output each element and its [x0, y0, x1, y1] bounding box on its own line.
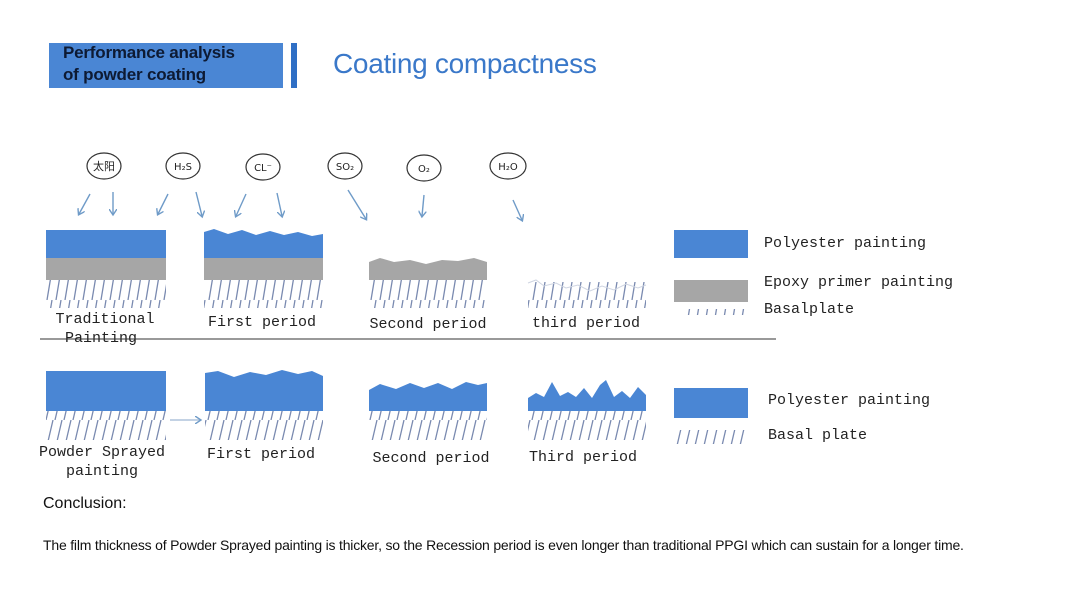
legend-top: Polyester painting Epoxy primer painting… — [674, 230, 953, 318]
section-label-line1: Performance analysis — [63, 43, 235, 62]
traditional-first-period: First period — [208, 314, 316, 331]
corrosive-agents: 太阳 H₂S CL⁻ SO₂ O₂ H₂O — [86, 152, 527, 182]
legend-epoxy-swatch — [674, 280, 748, 302]
sun-badge: 太阳 — [86, 152, 122, 180]
section-label: Performance analysis of powder coating — [49, 43, 283, 88]
header-divider — [291, 43, 297, 88]
powder-label-line2: painting — [66, 463, 138, 480]
arrow — [158, 193, 169, 214]
cl-badge: CL⁻ — [245, 153, 281, 181]
traditional-second-period: Second period — [369, 316, 486, 333]
h2o-label: H₂O — [498, 162, 518, 173]
arrow — [512, 199, 522, 220]
so2-label: SO₂ — [336, 162, 354, 173]
legend-basal-label-lower: Basal plate — [768, 427, 867, 444]
o2-badge: O₂ — [406, 154, 442, 182]
arrow — [79, 193, 91, 214]
powder-stage-2 — [205, 370, 323, 440]
arrow — [276, 192, 282, 216]
h2s-badge: H₂S — [165, 152, 201, 180]
section-label-line2: of powder coating — [63, 65, 206, 84]
traditional-stage-1 — [46, 230, 166, 308]
powder-first-period: First period — [207, 446, 315, 463]
arrow — [236, 193, 247, 216]
h2s-label: H₂S — [174, 162, 192, 173]
conclusion-text: The film thickness of Powder Sprayed pai… — [43, 537, 964, 553]
legend-basal-label: Basalplate — [764, 301, 854, 318]
traditional-label-line1: Traditional — [55, 311, 154, 328]
traditional-third-period: third period — [532, 315, 640, 332]
arrow — [195, 191, 202, 216]
powder-label-line1: Powder Sprayed — [39, 444, 165, 461]
attack-arrows — [79, 189, 522, 220]
legend-epoxy-label: Epoxy primer painting — [764, 274, 953, 291]
legend-polyester-swatch — [674, 230, 748, 258]
traditional-stage-3 — [369, 258, 487, 308]
legend-polyester-swatch-lower — [674, 388, 748, 418]
traditional-stage-2 — [204, 229, 323, 308]
powder-stage-3 — [369, 382, 487, 440]
o2-label: O₂ — [418, 164, 430, 175]
powder-stage-1 — [46, 371, 166, 440]
legend-bottom: Polyester painting Basal plate — [674, 388, 930, 444]
powder-stage-4 — [528, 380, 646, 440]
powder-second-period: Second period — [372, 450, 489, 467]
sun-label: 太阳 — [93, 160, 115, 173]
legend-basal-swatch-lower — [676, 430, 748, 444]
traditional-stage-4 — [527, 279, 647, 308]
page-title: Coating compactness — [333, 48, 597, 79]
conclusion-title: Conclusion: — [43, 495, 127, 512]
arrow — [422, 194, 424, 216]
powder-third-period: Third period — [529, 449, 637, 466]
legend-polyester-label-lower: Polyester painting — [768, 392, 930, 409]
legend-polyester-label: Polyester painting — [764, 235, 926, 252]
so2-badge: SO₂ — [327, 152, 363, 180]
legend-basal-swatch — [686, 309, 746, 315]
cl-label: CL⁻ — [254, 163, 272, 174]
h2o-badge: H₂O — [489, 152, 527, 180]
arrow — [347, 189, 366, 219]
